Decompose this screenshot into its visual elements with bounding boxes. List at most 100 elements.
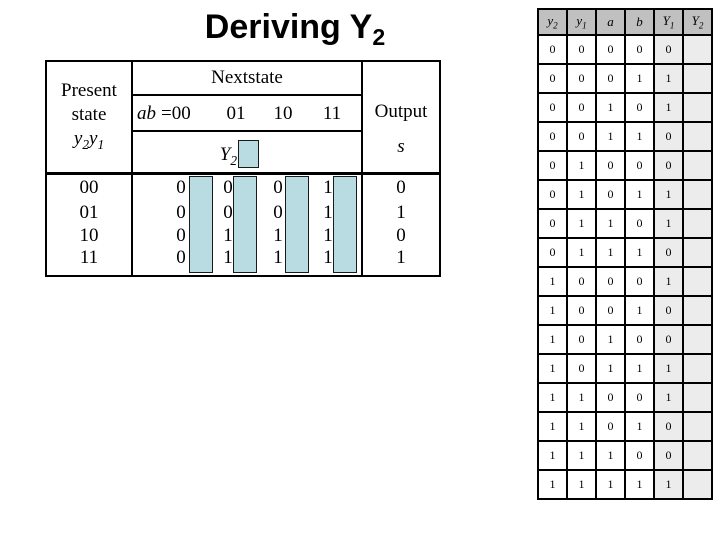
truth-cell-result	[682, 179, 713, 210]
truth-cell-input: 1	[624, 237, 655, 268]
output-label: Output	[374, 101, 428, 122]
truth-cell-input: 1	[624, 411, 655, 442]
nextstate-value: 1	[323, 177, 333, 198]
truth-cell-result	[682, 208, 713, 239]
truth-cell-input: 1	[595, 92, 626, 123]
truth-cell-result	[682, 150, 713, 181]
truth-cell-input: 1	[566, 469, 597, 500]
truth-cell-input: 1	[537, 382, 568, 413]
state-table: Present state y2y1 Nextstate ab=00 01 10…	[45, 60, 441, 277]
y2-highlight-box	[238, 140, 259, 168]
column-header-01: 01	[226, 103, 246, 124]
truth-cell-input: 0	[595, 411, 626, 442]
truth-cell-result	[682, 382, 713, 413]
truth-cell-input: 1	[537, 324, 568, 355]
ab-variable-label: ab	[137, 103, 156, 124]
truth-cell-input: 0	[595, 63, 626, 94]
truth-cell-input: 0	[595, 179, 626, 210]
truth-cell-input: 0	[624, 266, 655, 297]
truth-cell-input: 1	[624, 295, 655, 326]
truth-cell-input: 1	[566, 382, 597, 413]
truth-cell-result: 0	[653, 295, 684, 326]
state-row-11: 11 0 1 1 1 1	[47, 246, 439, 270]
truth-cell-result	[682, 469, 713, 500]
nextstate-value: 0	[176, 177, 186, 198]
truth-cell-input: 1	[537, 469, 568, 500]
truth-cell-input: 1	[537, 295, 568, 326]
truth-header-a: a	[595, 8, 626, 36]
present-label: Present	[61, 80, 117, 101]
present-state-value: 10	[79, 225, 99, 246]
truth-cell-input: 1	[537, 266, 568, 297]
present-state-value: 00	[79, 177, 99, 198]
truth-cell-result: 0	[653, 324, 684, 355]
nextstate-value: 1	[323, 202, 333, 223]
truth-cell-input: 1	[595, 324, 626, 355]
truth-cell-result: 0	[653, 411, 684, 442]
truth-cell-result	[682, 266, 713, 297]
nextstate-value: 0	[176, 225, 186, 246]
output-value: 1	[396, 247, 406, 268]
truth-cell-input: 0	[566, 121, 597, 152]
truth-cell-result: 0	[653, 440, 684, 471]
nextstate-value: 1	[273, 225, 283, 246]
truth-cell-input: 0	[537, 34, 568, 65]
truth-cell-input: 1	[595, 237, 626, 268]
truth-cell-result: 1	[653, 208, 684, 239]
nextstate-underline	[131, 94, 363, 96]
truth-cell-result: 1	[653, 92, 684, 123]
column-header-10: 10	[273, 103, 293, 124]
nextstate-value: 0	[176, 247, 186, 268]
nextstate-value: 1	[223, 247, 233, 268]
truth-cell-result	[682, 63, 713, 94]
truth-cell-input: 1	[566, 150, 597, 181]
nextstate-value: 1	[273, 247, 283, 268]
truth-cell-input: 1	[566, 208, 597, 239]
truth-cell-result: 0	[653, 237, 684, 268]
truth-cell-result	[682, 121, 713, 152]
state-label: state	[71, 104, 107, 125]
truth-cell-input: 0	[566, 63, 597, 94]
truth-cell-input: 0	[537, 179, 568, 210]
truth-cell-result	[682, 295, 713, 326]
state-row-00: 00 0 0 0 1 0	[47, 176, 439, 200]
truth-cell-input: 0	[624, 150, 655, 181]
truth-cell-input: 0	[537, 150, 568, 181]
truth-cell-input: 0	[566, 353, 597, 384]
output-value: 0	[396, 177, 406, 198]
truth-cell-input: 1	[624, 353, 655, 384]
truth-cell-input: 1	[595, 469, 626, 500]
truth-cell-result	[682, 353, 713, 384]
truth-cell-input: 0	[566, 295, 597, 326]
truth-cell-input: 1	[595, 353, 626, 384]
truth-cell-result	[682, 440, 713, 471]
output-value: 1	[396, 202, 406, 223]
state-row-01: 01 0 0 0 1 1	[47, 201, 439, 225]
nextstate-value: 1	[323, 225, 333, 246]
y2-column-label: Y2	[219, 144, 237, 168]
truth-cell-input: 0	[624, 324, 655, 355]
table-divider-vertical	[131, 62, 133, 275]
present-state-value: 11	[79, 247, 99, 268]
truth-cell-result: 1	[653, 266, 684, 297]
truth-cell-input: 0	[537, 92, 568, 123]
present-state-header: Present state y2y1	[47, 79, 131, 157]
truth-cell-input: 0	[537, 121, 568, 152]
ab-value-00: =00	[161, 103, 191, 124]
truth-cell-input: 0	[566, 266, 597, 297]
truth-header-b: b	[624, 8, 655, 36]
column-header-11: 11	[322, 103, 342, 124]
ab-equals-label: ab=00	[137, 103, 191, 125]
mask-bar-col00	[189, 176, 213, 273]
